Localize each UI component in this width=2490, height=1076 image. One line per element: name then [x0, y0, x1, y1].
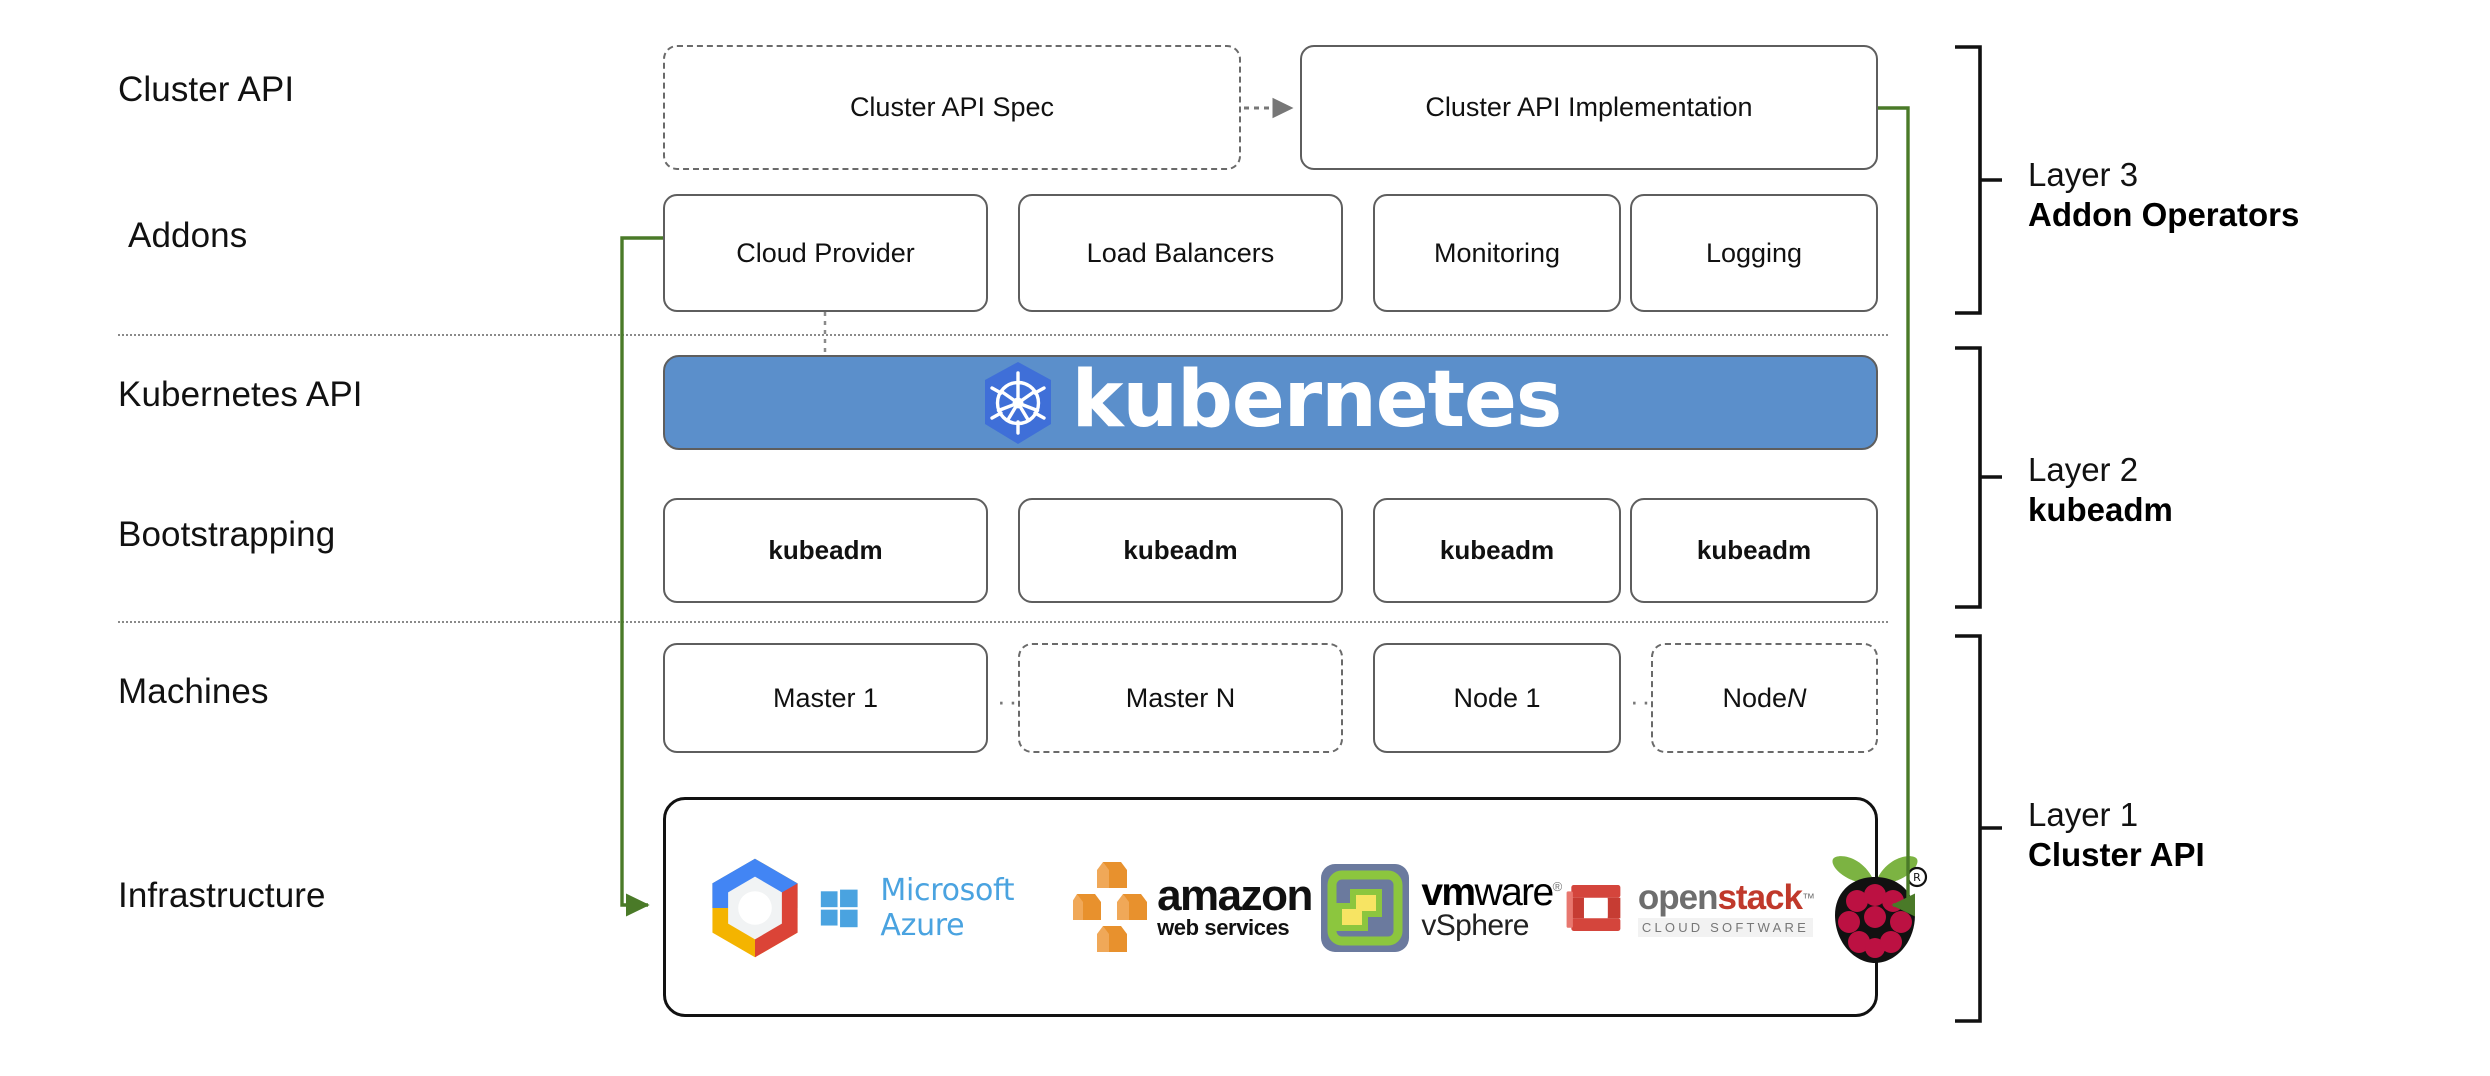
- kubernetes-api-banner[interactable]: kubernetes: [663, 355, 1878, 450]
- layer-2-line2: kubeadm: [2028, 491, 2173, 529]
- bracket-layer-1: [1955, 634, 2002, 1023]
- node-cloud-provider[interactable]: Cloud Provider: [663, 194, 988, 312]
- connector-implementation-to-infrastructure: [1878, 106, 1916, 917]
- openstack-wordmark: openstack™: [1637, 878, 1815, 917]
- amazon-web-services-logo: amazon web services: [1070, 845, 1315, 970]
- node-kubeadm-1[interactable]: kubeadm: [663, 498, 988, 603]
- node-kubeadm-2[interactable]: kubeadm: [1018, 498, 1343, 603]
- node-cluster-api-spec-label: Cluster API Spec: [849, 92, 1055, 123]
- bracket-layer-2: [1955, 346, 2002, 609]
- layer-1-line2: Cluster API: [2028, 836, 2205, 874]
- row-label-bootstrapping: Bootstrapping: [118, 515, 336, 554]
- vsphere-subtext: vSphere: [1421, 909, 1529, 943]
- infrastructure-logo-strip: Microsoft Azure amazon web services: [690, 845, 1935, 970]
- row-label-cluster-api: Cluster API: [118, 70, 295, 109]
- layer-3-line1: Layer 3: [2028, 156, 2139, 193]
- layer-1-line1: Layer 1: [2028, 796, 2139, 833]
- node-kubeadm-3-label: kubeadm: [1439, 534, 1555, 565]
- node-node-1-label: Node 1: [1453, 682, 1541, 713]
- node-cluster-api-spec[interactable]: Cluster API Spec: [663, 45, 1241, 170]
- svg-text:R: R: [1913, 871, 1921, 884]
- node-node-n-label: Node: [1722, 682, 1788, 713]
- node-kubeadm-1-label: kubeadm: [768, 534, 883, 565]
- layer-label-1: Layer 1 Cluster API: [2028, 795, 2205, 876]
- kubernetes-wordmark: kubernetes: [1071, 354, 1563, 445]
- node-master-n-label: Master N: [1125, 682, 1236, 713]
- vmware-wordmark: vmware®: [1421, 870, 1562, 914]
- node-kubeadm-4[interactable]: kubeadm: [1630, 498, 1878, 603]
- microsoft-azure-logo: Microsoft Azure: [820, 845, 1070, 970]
- node-cluster-api-implementation[interactable]: Cluster API Implementation: [1300, 45, 1878, 170]
- node-monitoring-label: Monitoring: [1433, 237, 1561, 268]
- layer-2-line1: Layer 2: [2028, 451, 2139, 488]
- node-node-n[interactable]: Node N: [1651, 643, 1878, 753]
- separator-layer3-layer2: [118, 334, 1888, 336]
- node-master-1[interactable]: Master 1: [663, 643, 988, 753]
- openstack-logo: openstack™ CLOUD SOFTWARE: [1565, 845, 1815, 970]
- amazon-wordmark: amazon: [1157, 871, 1313, 921]
- layer-3-line2: Addon Operators: [2028, 196, 2300, 234]
- connector-cloud-provider-to-infrastructure: [620, 236, 663, 917]
- row-label-infrastructure: Infrastructure: [118, 876, 326, 915]
- node-load-balancers[interactable]: Load Balancers: [1018, 194, 1343, 312]
- row-label-addons: Addons: [128, 216, 248, 255]
- openstack-subtext: CLOUD SOFTWARE: [1637, 918, 1813, 937]
- layer-label-3: Layer 3 Addon Operators: [2028, 155, 2299, 236]
- node-logging[interactable]: Logging: [1630, 194, 1878, 312]
- microsoft-azure-wordmark: Microsoft Azure: [880, 872, 1015, 943]
- node-master-1-label: Master 1: [772, 682, 879, 713]
- google-cloud-platform-logo: [690, 845, 820, 970]
- node-kubeadm-2-label: kubeadm: [1123, 534, 1238, 565]
- node-load-balancers-label: Load Balancers: [1086, 237, 1275, 268]
- vmware-vsphere-logo: vmware® vSphere: [1315, 845, 1565, 970]
- row-label-machines: Machines: [118, 672, 269, 711]
- amazon-web-services-subtext: web services: [1157, 914, 1290, 940]
- node-cloud-provider-label: Cloud Provider: [736, 237, 915, 268]
- node-kubeadm-3[interactable]: kubeadm: [1373, 498, 1621, 603]
- row-label-kubernetes-api: Kubernetes API: [118, 375, 363, 414]
- kubernetes-helm-wheel-logo: [980, 360, 1056, 446]
- node-node-n-suffix: N: [1787, 682, 1807, 713]
- node-kubeadm-4-label: kubeadm: [1696, 534, 1812, 565]
- node-node-1[interactable]: Node 1: [1373, 643, 1621, 753]
- node-infrastructure[interactable]: [663, 797, 1878, 1017]
- bracket-layer-3: [1955, 45, 2002, 315]
- node-monitoring[interactable]: Monitoring: [1373, 194, 1621, 312]
- node-logging-label: Logging: [1705, 237, 1803, 268]
- layer-label-2: Layer 2 kubeadm: [2028, 450, 2173, 531]
- node-cluster-api-implementation-label: Cluster API Implementation: [1425, 92, 1753, 123]
- node-master-n[interactable]: Master N: [1018, 643, 1343, 753]
- separator-layer2-layer1: [118, 621, 1888, 623]
